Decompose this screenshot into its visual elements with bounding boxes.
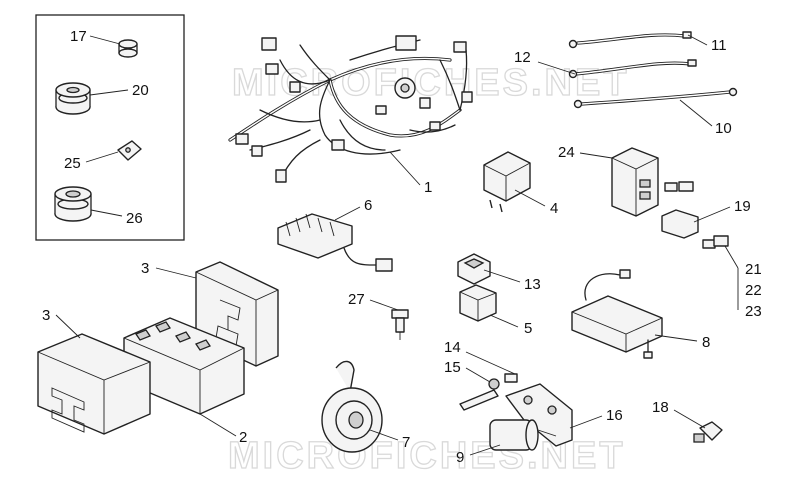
part-5-relay (459, 284, 497, 322)
callout-3-front: 3 (42, 307, 50, 324)
callout-14: 14 (444, 339, 461, 356)
callout-23: 23 (745, 303, 762, 320)
callout-26: 26 (126, 210, 143, 227)
callout-13: 13 (524, 276, 541, 293)
callout-labels: 17 20 25 26 1 4 6 3 3 2 27 7 13 5 8 14 1… (42, 28, 762, 466)
callout-3-back: 3 (141, 260, 149, 277)
callout-8: 8 (702, 334, 710, 351)
callout-1: 1 (424, 179, 432, 196)
part-17-grommet (118, 39, 138, 58)
part-12-cable (568, 59, 697, 79)
part-14-15-bolts (459, 373, 518, 411)
part-13-relay-holder (457, 253, 491, 285)
part-6-regulator (277, 213, 393, 272)
callout-25: 25 (64, 155, 81, 172)
callout-20: 20 (132, 82, 149, 99)
part-9-starter-relay (489, 419, 557, 451)
callout-17: 17 (70, 28, 87, 45)
callout-7: 7 (402, 434, 410, 451)
part-27-switch (391, 309, 409, 340)
callout-27: 27 (348, 291, 365, 308)
callout-10: 10 (715, 120, 732, 137)
part-18-switch (693, 421, 723, 443)
part-11-cable (568, 31, 692, 49)
part-4-relay (483, 151, 531, 213)
callout-11: 11 (711, 37, 727, 54)
callout-18: 18 (652, 399, 669, 416)
callout-24: 24 (558, 144, 575, 161)
parts-21-23-fuses (702, 235, 729, 249)
part-3-battery-cover-front (37, 333, 151, 435)
callout-12: 12 (514, 49, 531, 66)
callout-6: 6 (364, 197, 372, 214)
callout-22: 22 (745, 282, 762, 299)
part-10-cable (573, 87, 738, 109)
callout-21: 21 (745, 261, 762, 278)
part-19-fuse (661, 209, 699, 239)
callout-5: 5 (524, 320, 532, 337)
part-20-grommet (55, 82, 91, 115)
part-24-fuse-box (611, 147, 659, 217)
part-8-control-unit (571, 269, 663, 359)
callout-4: 4 (550, 200, 558, 217)
leader-lines (55, 34, 739, 456)
part-26-grommet (54, 186, 92, 222)
rubber-parts-inset (35, 14, 185, 241)
callout-2: 2 (239, 429, 247, 446)
part-25-clip (117, 140, 142, 161)
callout-16: 16 (606, 407, 623, 424)
part-1-wiring-harness (228, 35, 473, 183)
part-7-horn (321, 360, 383, 453)
callout-15: 15 (444, 359, 461, 376)
callout-19: 19 (734, 198, 751, 215)
inset-frame (35, 14, 185, 241)
fuses-small (664, 181, 694, 192)
callout-9: 9 (456, 449, 464, 466)
